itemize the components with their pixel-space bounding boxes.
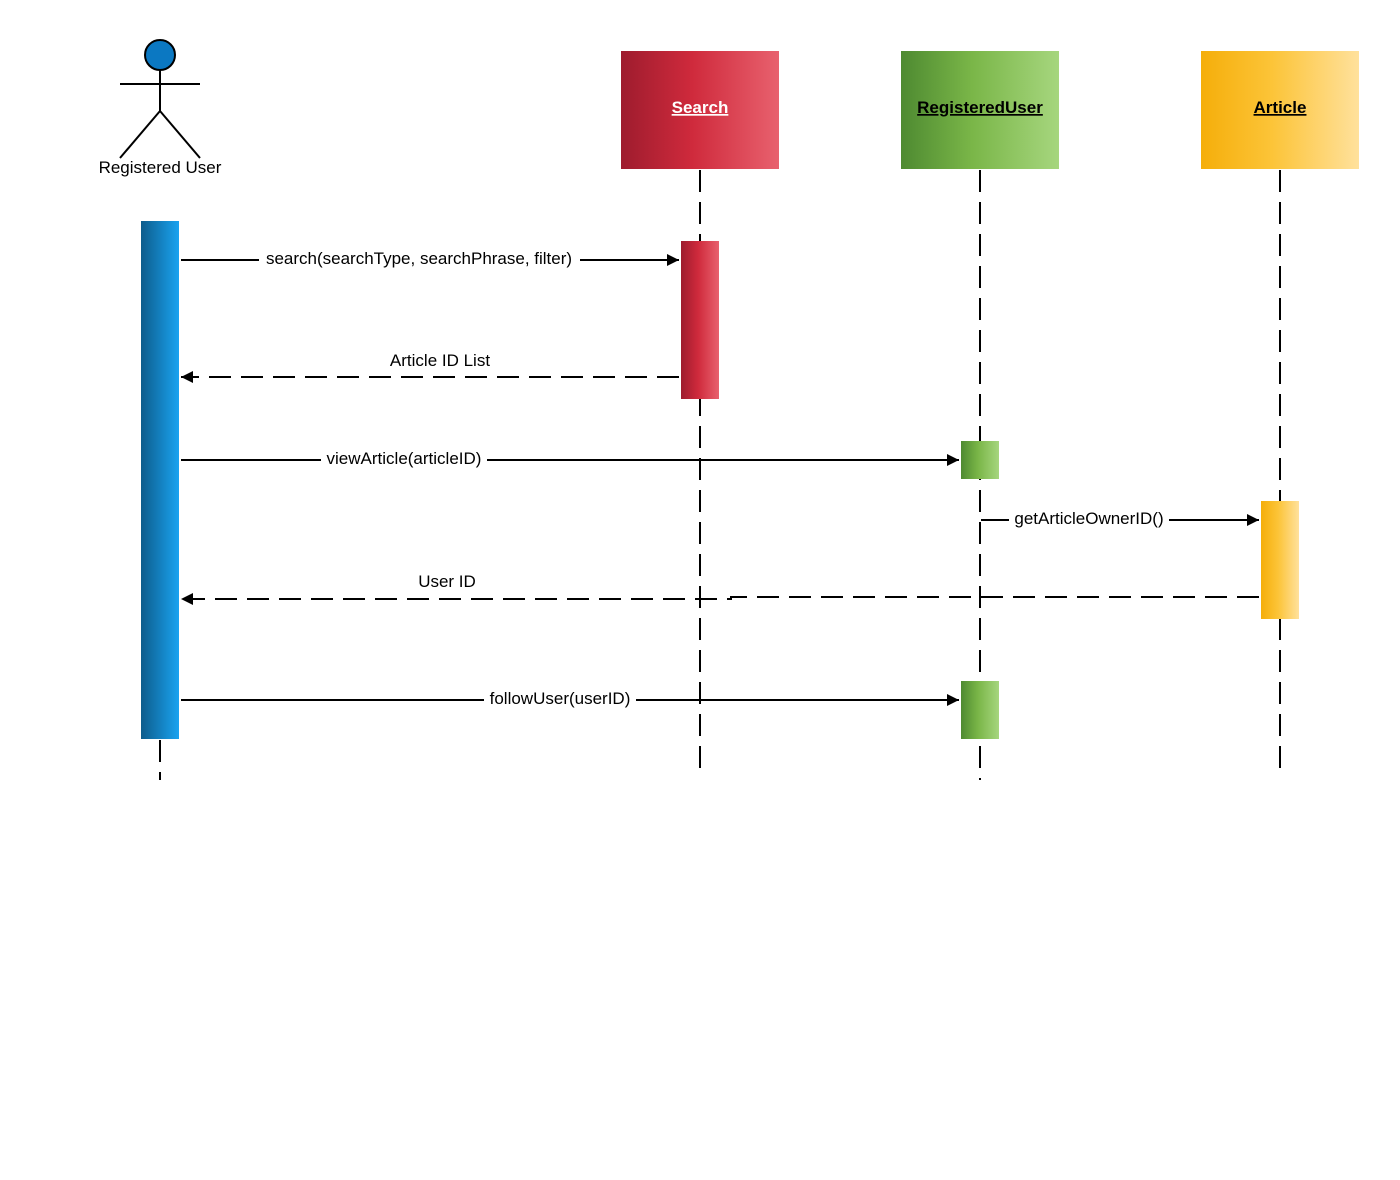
message-user-id[interactable]: User ID: [181, 572, 1259, 605]
participant-article[interactable]: Article: [1201, 51, 1359, 169]
message-label: search(searchType, searchPhrase, filter): [266, 249, 572, 268]
activation-registered-user-2: [961, 681, 999, 739]
actor-head: [144, 39, 176, 71]
participant-box: [901, 51, 1059, 169]
label-background: [321, 447, 487, 471]
message-label: viewArticle(articleID): [327, 449, 482, 468]
participant-box: [621, 51, 779, 169]
message-follow-user[interactable]: followUser(userID): [181, 687, 959, 711]
activation-actor: [141, 221, 179, 739]
participant-label: Article: [1254, 98, 1307, 117]
message-label: followUser(userID): [490, 689, 631, 708]
actor-label: Registered User: [99, 158, 222, 177]
participant-label: Search: [672, 98, 729, 117]
label-background: [259, 247, 580, 271]
messages: search(searchType, searchPhrase, filter)…: [181, 247, 1259, 711]
label-background: [484, 687, 636, 711]
participant-registered-user[interactable]: RegisteredUser: [901, 51, 1059, 169]
activation-article: [1261, 501, 1299, 619]
activation-search: [681, 241, 719, 399]
message-label: User ID: [418, 572, 476, 591]
label-background: [1009, 507, 1169, 531]
activation-bars: [141, 221, 1299, 739]
message-view-article[interactable]: viewArticle(articleID): [181, 447, 959, 471]
participant-label: RegisteredUser: [917, 98, 1043, 117]
stick-figure-icon: [119, 39, 201, 159]
participant-search[interactable]: Search: [621, 51, 779, 169]
message-label: getArticleOwnerID(): [1014, 509, 1163, 528]
message-label: Article ID List: [390, 351, 490, 370]
actor-registered-user[interactable]: Registered User: [99, 39, 222, 177]
activation-registered-user-1: [961, 441, 999, 479]
message-article-id-list[interactable]: Article ID List: [181, 351, 679, 383]
participant-box: [1201, 51, 1359, 169]
message-arrow: [181, 593, 1259, 605]
message-get-article-owner-id[interactable]: getArticleOwnerID(): [981, 507, 1259, 531]
message-search[interactable]: search(searchType, searchPhrase, filter): [181, 247, 679, 271]
